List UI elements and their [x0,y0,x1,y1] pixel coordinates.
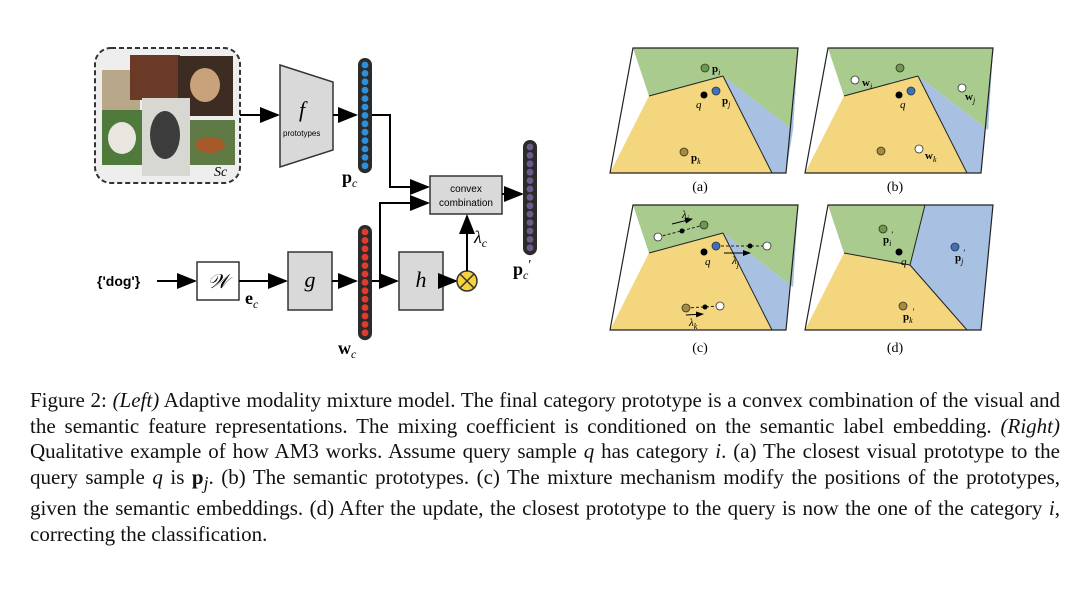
vector-cell [361,262,369,269]
vector-cell [361,95,369,102]
vector-cell [361,304,369,311]
wi-label: wi [862,77,872,91]
panel-a-caption: (a) [692,180,708,195]
multiply-icon [456,270,478,292]
wc-label: wc [338,338,357,361]
pk-prime-label: pk′ [903,307,915,325]
vector-cell [361,70,369,77]
mixed-prototype-vector [523,140,537,256]
vector-cell [361,120,369,128]
vector-cell [361,253,369,261]
wj-label: wj [965,91,976,105]
vector-cell [526,152,534,159]
pi-prime-label: pi′ [883,230,893,248]
q-label: q [705,256,711,268]
panel-a: pi q pj pk [609,47,799,174]
vector-cell [361,154,369,161]
convex-combination-box: convex combination [429,175,503,215]
pc-label: pc [342,167,358,190]
panel-c: λi q λj λk [609,204,799,331]
vector-cell [526,194,534,201]
g-module: g [287,251,333,311]
panel-c-caption: (c) [692,341,708,356]
f-module: f prototypes [279,63,334,169]
vector-cell [361,86,369,94]
panel-d-caption: (d) [887,341,904,356]
q-label: q [696,99,702,111]
q-label: q [901,256,907,268]
vector-cell [361,321,369,328]
lambda-i-label: λi [681,209,689,223]
vector-cell [361,145,369,153]
vector-cell [361,112,369,119]
vector-cell [361,162,369,170]
vector-cell [526,168,534,176]
wk-label: wk [925,150,937,164]
vector-cell [526,160,534,168]
combination-label: combination [439,198,493,209]
vector-cell [526,177,534,185]
vector-cell [526,185,534,193]
vector-cell [361,128,369,136]
vector-cell [361,295,369,303]
panel-b: wi q wj wk [804,47,994,174]
support-set-label: Sc [214,165,228,180]
q-label: q [900,99,906,111]
vector-cell [361,237,369,244]
vector-cell [361,245,369,253]
vector-cell [526,244,534,252]
vector-cell [361,329,369,337]
prototypes-label: prototypes [283,129,320,138]
w-script-label: 𝒲 [208,271,234,293]
word-embedding-box: 𝒲 [196,261,240,301]
panel-b-caption: (b) [887,180,904,195]
convex-label: convex [450,184,482,195]
pc-prime-label: pc′ [513,258,531,282]
vector-cell [361,228,369,236]
panel-d: pi′ q pj′ pk′ [804,204,994,331]
support-set: Sc [94,47,241,184]
vector-cell [361,312,369,320]
semantic-prototype-vector [358,225,372,341]
h-module: h [398,251,444,311]
vector-cell [361,137,369,145]
figure-2: Sc f prototypes pc convex combination pc… [94,47,994,361]
pi-label: pi [712,63,720,77]
dog-label: {'dog'} [97,273,141,289]
vector-cell [526,236,534,243]
vector-cell [526,219,534,227]
vector-cell [361,279,369,286]
vector-cell [361,61,369,69]
lambda-k-label: λk [688,317,698,331]
vector-cell [361,270,369,278]
f-label: f [299,97,308,122]
pj-label: pj [722,95,731,109]
ec-label: ec [245,288,259,311]
dog-photo [130,55,180,100]
g-label: g [305,267,316,292]
vector-cell [526,202,534,210]
vector-cell [526,227,534,235]
vector-cell [361,287,369,295]
left-diagram: Sc f prototypes pc convex combination pc… [94,47,537,361]
pk-label: pk [691,152,701,166]
vector-cell [361,103,369,111]
lambda-j-label: λj [731,255,740,269]
vector-cell [526,143,534,151]
figure-caption: Figure 2: (Left) Adaptive modality mixtu… [30,388,1060,546]
vector-cell [361,78,369,86]
vector-cell [526,210,534,218]
lambda-c-label: λc [473,227,488,250]
pj-prime-label: pj′ [955,248,965,266]
visual-prototype-vector [358,58,372,174]
h-label: h [416,267,427,292]
